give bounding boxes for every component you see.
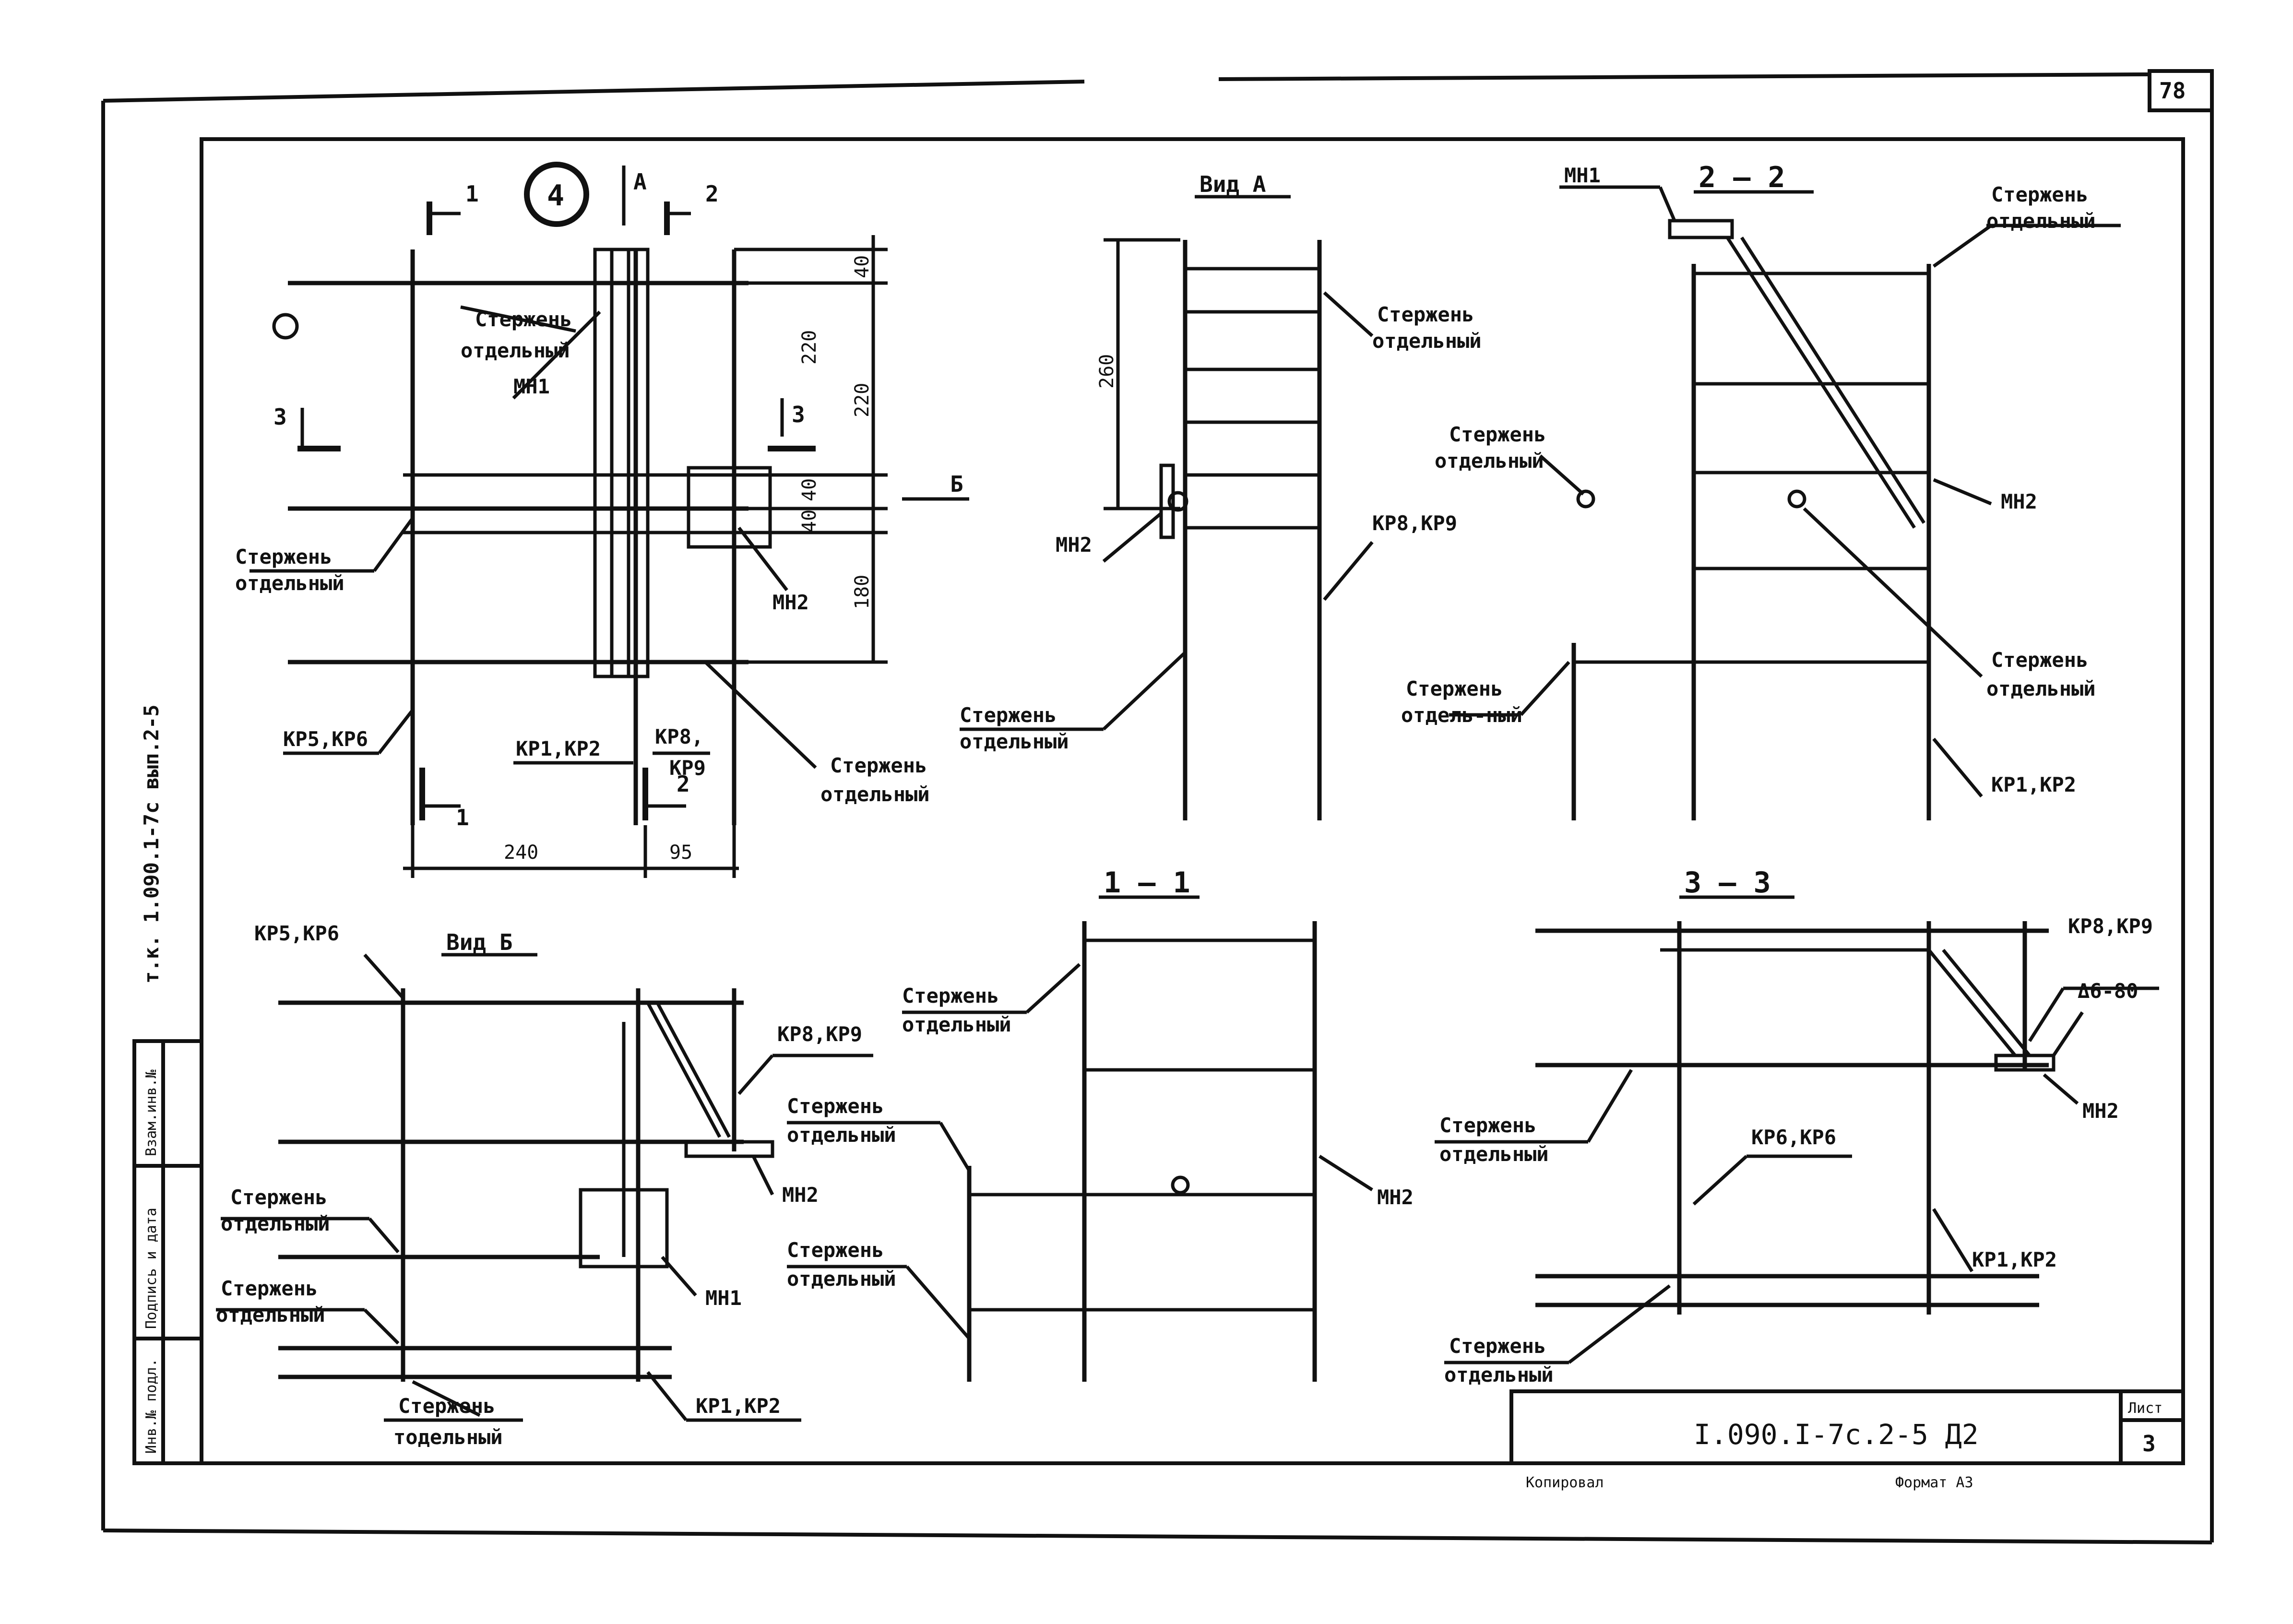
dim-220-b: 220 <box>851 383 873 417</box>
plan-kr8-label: КР8, <box>655 725 703 748</box>
plan-rod-label-1a: Стержень <box>475 308 572 331</box>
plan-mn1-label: МН1 <box>513 375 550 398</box>
s11-rod-label-3a: Стержень <box>787 1238 884 1262</box>
dim-180: 180 <box>851 575 873 609</box>
va-kr8kr9-label: КР8,КР9 <box>1372 511 1457 535</box>
s22-rod-label-1b: отдельный <box>1986 209 2096 233</box>
vb-kr1kr2-label: КР1,КР2 <box>696 1394 781 1418</box>
dim-260: 260 <box>1096 354 1118 389</box>
s33-kr6kr6-label: КР6,КР6 <box>1751 1126 1836 1149</box>
plan-kr5kr6-label: КР5,КР6 <box>283 727 368 751</box>
dim-40-top: 40 <box>851 255 873 278</box>
s22-mn1-label: МН1 <box>1564 164 1601 187</box>
plan-kr1kr2-label: КР1,КР2 <box>516 737 601 760</box>
sec-3-title: 3 — 3 <box>1684 866 1771 900</box>
s22-rod-label-3b: отдель-ный <box>1401 703 1522 727</box>
vb-kr5kr6-label: КР5,КР6 <box>254 922 339 945</box>
vb-kr8kr9-label: КР8,КР9 <box>777 1022 862 1046</box>
view-b: Вид Б КР5,КР6 КР8,КР9 МН2 Стержень отдел… <box>216 922 873 1449</box>
page-number: 78 <box>2159 78 2186 104</box>
margin-col-2: Подпись и дата <box>143 1208 160 1329</box>
section-3-3: 3 — 3 КР8,КР9 Δ6-80 МН2 Стержень отдельн… <box>1435 866 2159 1387</box>
stamp-list-label: Лист <box>2128 1400 2162 1417</box>
s11-rod-label-2b: отдельный <box>787 1123 896 1147</box>
section-1-1: 1 — 1 Стержень отдельный Стержень отдель… <box>787 866 1414 1382</box>
margin-col-1: Инв.№ подл. <box>143 1358 160 1454</box>
va-rod-label-3a: Стержень <box>1449 423 1546 446</box>
vb-rod-label-3a: Стержень <box>398 1394 495 1418</box>
vb-rod-label-3b: тодельный <box>393 1425 503 1449</box>
margin-col-3: Взам.инв.№ <box>143 1069 160 1156</box>
s22-rod-label-2b: отдельный <box>1986 677 2096 700</box>
s11-mn2-label: МН2 <box>1377 1185 1414 1209</box>
va-rod-label-3b: отдельный <box>1435 449 1544 473</box>
cut-b-right: Б <box>950 471 963 497</box>
plan-mn2-label: МН2 <box>772 591 809 614</box>
stamp-list-value: 3 <box>2142 1431 2156 1457</box>
va-rod-label-1b: отдельный <box>1372 329 1482 353</box>
s33-kr1kr2-label: КР1,КР2 <box>1972 1248 2057 1271</box>
s33-rod-label-1b: отдельный <box>1439 1142 1549 1166</box>
sec-1-title: 1 — 1 <box>1104 866 1190 900</box>
vb-rod-label-2b: отдельный <box>216 1303 325 1327</box>
node-number: 4 <box>547 179 564 213</box>
cut-3-right: 3 <box>792 402 805 427</box>
s22-rod-label-2a: Стержень <box>1991 648 2088 672</box>
dim-240: 240 <box>504 842 538 864</box>
va-rod-label-1a: Стержень <box>1377 303 1474 326</box>
s22-rod-label-1a: Стержень <box>1991 183 2088 206</box>
s33-rod-label-1a: Стержень <box>1439 1114 1536 1137</box>
s11-rod-label-3b: отдельный <box>787 1267 896 1291</box>
cut-1-top: 1 <box>465 181 479 207</box>
side-designation: т.к. 1.090.1-7с вып.2-5 <box>140 704 163 984</box>
dim-40-mid2: 40 <box>798 510 820 533</box>
va-rod-label-2b: отдельный <box>960 730 1069 753</box>
dim-220-a: 220 <box>798 330 820 365</box>
view-a-title: Вид А <box>1200 171 1266 197</box>
plan-kr9-label: КР9 <box>669 756 706 780</box>
view-a: Вид А 260 Стержень отдельный МН2 КР8,КР9… <box>960 171 1595 820</box>
plan-rod-label-2a: Стержень <box>235 545 332 569</box>
s33-rod-label-2b: отдельный <box>1444 1363 1554 1387</box>
view-b-title: Вид Б <box>446 929 512 955</box>
cut-1-bottom: 1 <box>456 805 469 830</box>
plan-rod-label-2b: отдельный <box>235 571 345 595</box>
stamp-format: Формат А3 <box>1895 1474 1973 1491</box>
plan-rod-label-3b: отдельный <box>820 782 930 806</box>
s22-kr1kr2-label: КР1,КР2 <box>1991 773 2076 796</box>
s33-rod-label-2a: Стержень <box>1449 1334 1546 1358</box>
sheet-frame <box>101 69 2214 1544</box>
s11-rod-label-2a: Стержень <box>787 1094 884 1118</box>
s33-mn2-label: МН2 <box>2082 1099 2119 1123</box>
sec-2-title: 2 — 2 <box>1699 161 1785 194</box>
stamp-designation: I.090.I-7c.2-5 Д2 <box>1694 1418 1979 1451</box>
vb-mn1-label: МН1 <box>705 1286 742 1310</box>
margin-block: Инв.№ подл. Подпись и дата Взам.инв.№ <box>132 1039 203 1465</box>
s33-weld-label: Δ6-80 <box>2078 979 2138 1003</box>
s22-mn2-label: МН2 <box>2001 490 2037 513</box>
dim-40-mid: 40 <box>798 478 820 501</box>
cut-3-left: 3 <box>273 404 287 430</box>
cut-2-top: 2 <box>705 181 719 207</box>
dim-95: 95 <box>669 842 692 864</box>
s11-rod-label-1b: отдельный <box>902 1013 1011 1036</box>
va-rod-label-2a: Стержень <box>960 703 1057 727</box>
vb-mn2-label: МН2 <box>782 1183 819 1207</box>
section-2-2: 2 — 2 МН1 Стержень отдельный МН2 Стержен… <box>1401 161 2121 820</box>
s11-rod-label-1a: Стержень <box>902 984 999 1008</box>
title-stamp <box>1509 1389 2185 1465</box>
stamp-copied: Копировал <box>1526 1474 1604 1491</box>
s33-kr8kr9-label: КР8,КР9 <box>2068 914 2153 938</box>
va-mn2-label: МН2 <box>1056 533 1092 557</box>
cut-2-bottom: 2 <box>677 771 690 797</box>
vb-rod-label-1a: Стержень <box>230 1185 327 1209</box>
s22-rod-label-3a: Стержень <box>1406 677 1503 700</box>
plan-rod-label-3a: Стержень <box>830 754 927 777</box>
vb-rod-label-1b: отдельный <box>221 1212 330 1235</box>
cut-a-top: А <box>633 169 647 195</box>
main-plan: 4 1 А 2 3 3 Б 1 2 <box>235 162 969 878</box>
vb-rod-label-2a: Стержень <box>221 1277 318 1300</box>
